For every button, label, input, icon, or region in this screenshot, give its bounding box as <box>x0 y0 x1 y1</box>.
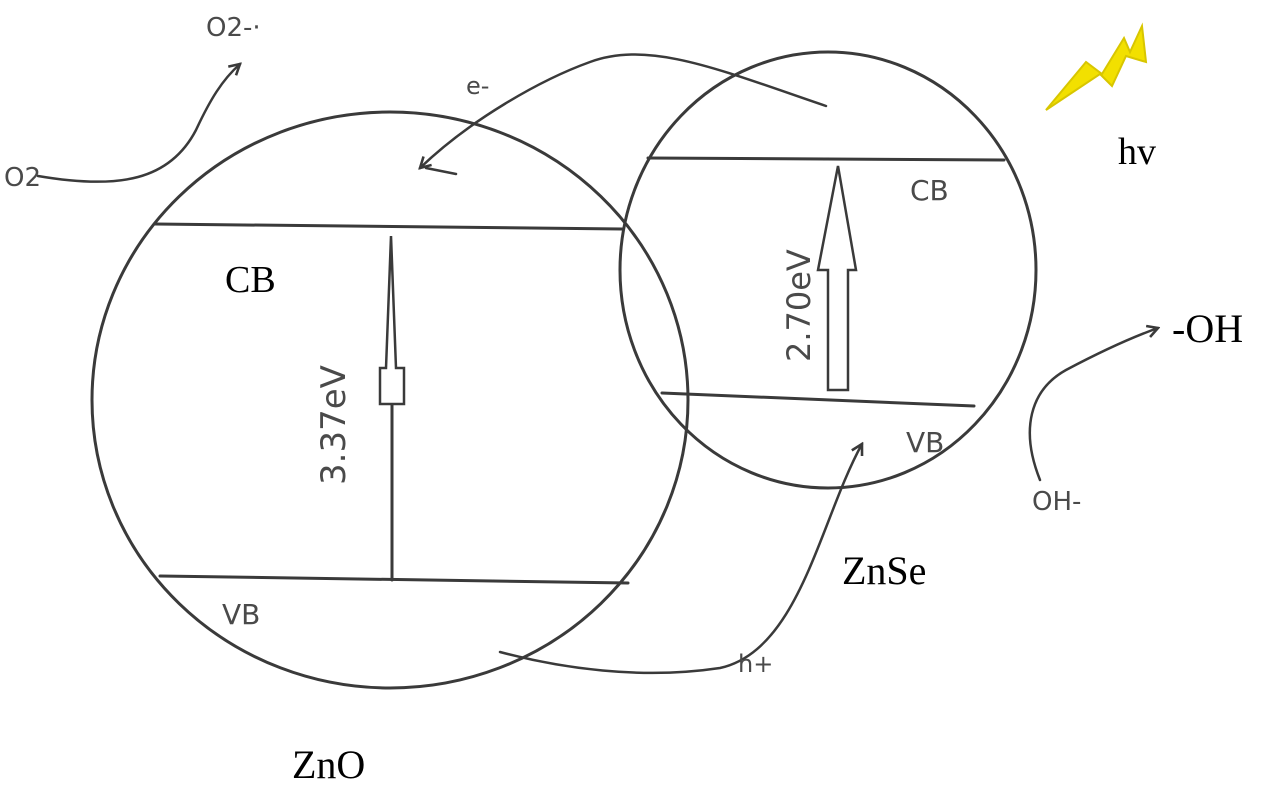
electron-arrow-tail <box>424 166 458 176</box>
znse-band-gap-label: 2.70eV <box>780 249 818 362</box>
zno-circle <box>90 110 690 690</box>
electron-transfer-arrow <box>420 53 828 168</box>
hydroxide-reactant-label: OH- <box>1032 487 1081 517</box>
hole-transfer: h+ <box>498 444 862 678</box>
znse-band-gap-arrow <box>816 165 858 392</box>
oxygen-reaction: O2 O2-· <box>4 13 261 193</box>
znse-conduction-band-line <box>646 156 1006 162</box>
hydroxide-reaction: OH- -OH <box>1028 306 1243 517</box>
znse-cb-label: CB <box>910 174 949 207</box>
oxygen-reduction-arrow <box>36 64 240 183</box>
superoxide-label: O2-· <box>206 13 261 43</box>
electron-label: e- <box>466 72 489 100</box>
zno-band-gap-arrow-head <box>378 235 406 406</box>
light-source: hv <box>1045 22 1156 173</box>
zno-vb-label: VB <box>222 598 260 631</box>
znse-valence-band-line <box>660 391 976 408</box>
zno-conduction-band-line <box>153 222 624 231</box>
znse-name-label: ZnSe <box>842 548 926 593</box>
zno-valence-band-line <box>158 574 630 585</box>
hydroxide-oxidation-arrow <box>1028 328 1158 482</box>
hydroxyl-product-label: -OH <box>1172 306 1243 351</box>
electron-transfer: e- <box>420 53 828 176</box>
hole-transfer-arrow <box>498 444 862 675</box>
zno-particle: 3.37eV CB VB ZnO <box>90 110 690 787</box>
zno-band-gap-label: 3.37eV <box>314 365 354 485</box>
hole-label: h+ <box>738 650 773 678</box>
lightning-bolt-icon <box>1045 22 1148 111</box>
oxygen-reactant-label: O2 <box>4 163 41 193</box>
zno-cb-label: CB <box>225 259 276 301</box>
zno-name-label: ZnO <box>292 742 365 787</box>
znse-circle <box>618 50 1038 490</box>
light-energy-label: hv <box>1118 131 1156 173</box>
znse-vb-label: VB <box>906 426 944 459</box>
znse-particle: 2.70eV CB VB ZnSe <box>618 50 1038 593</box>
